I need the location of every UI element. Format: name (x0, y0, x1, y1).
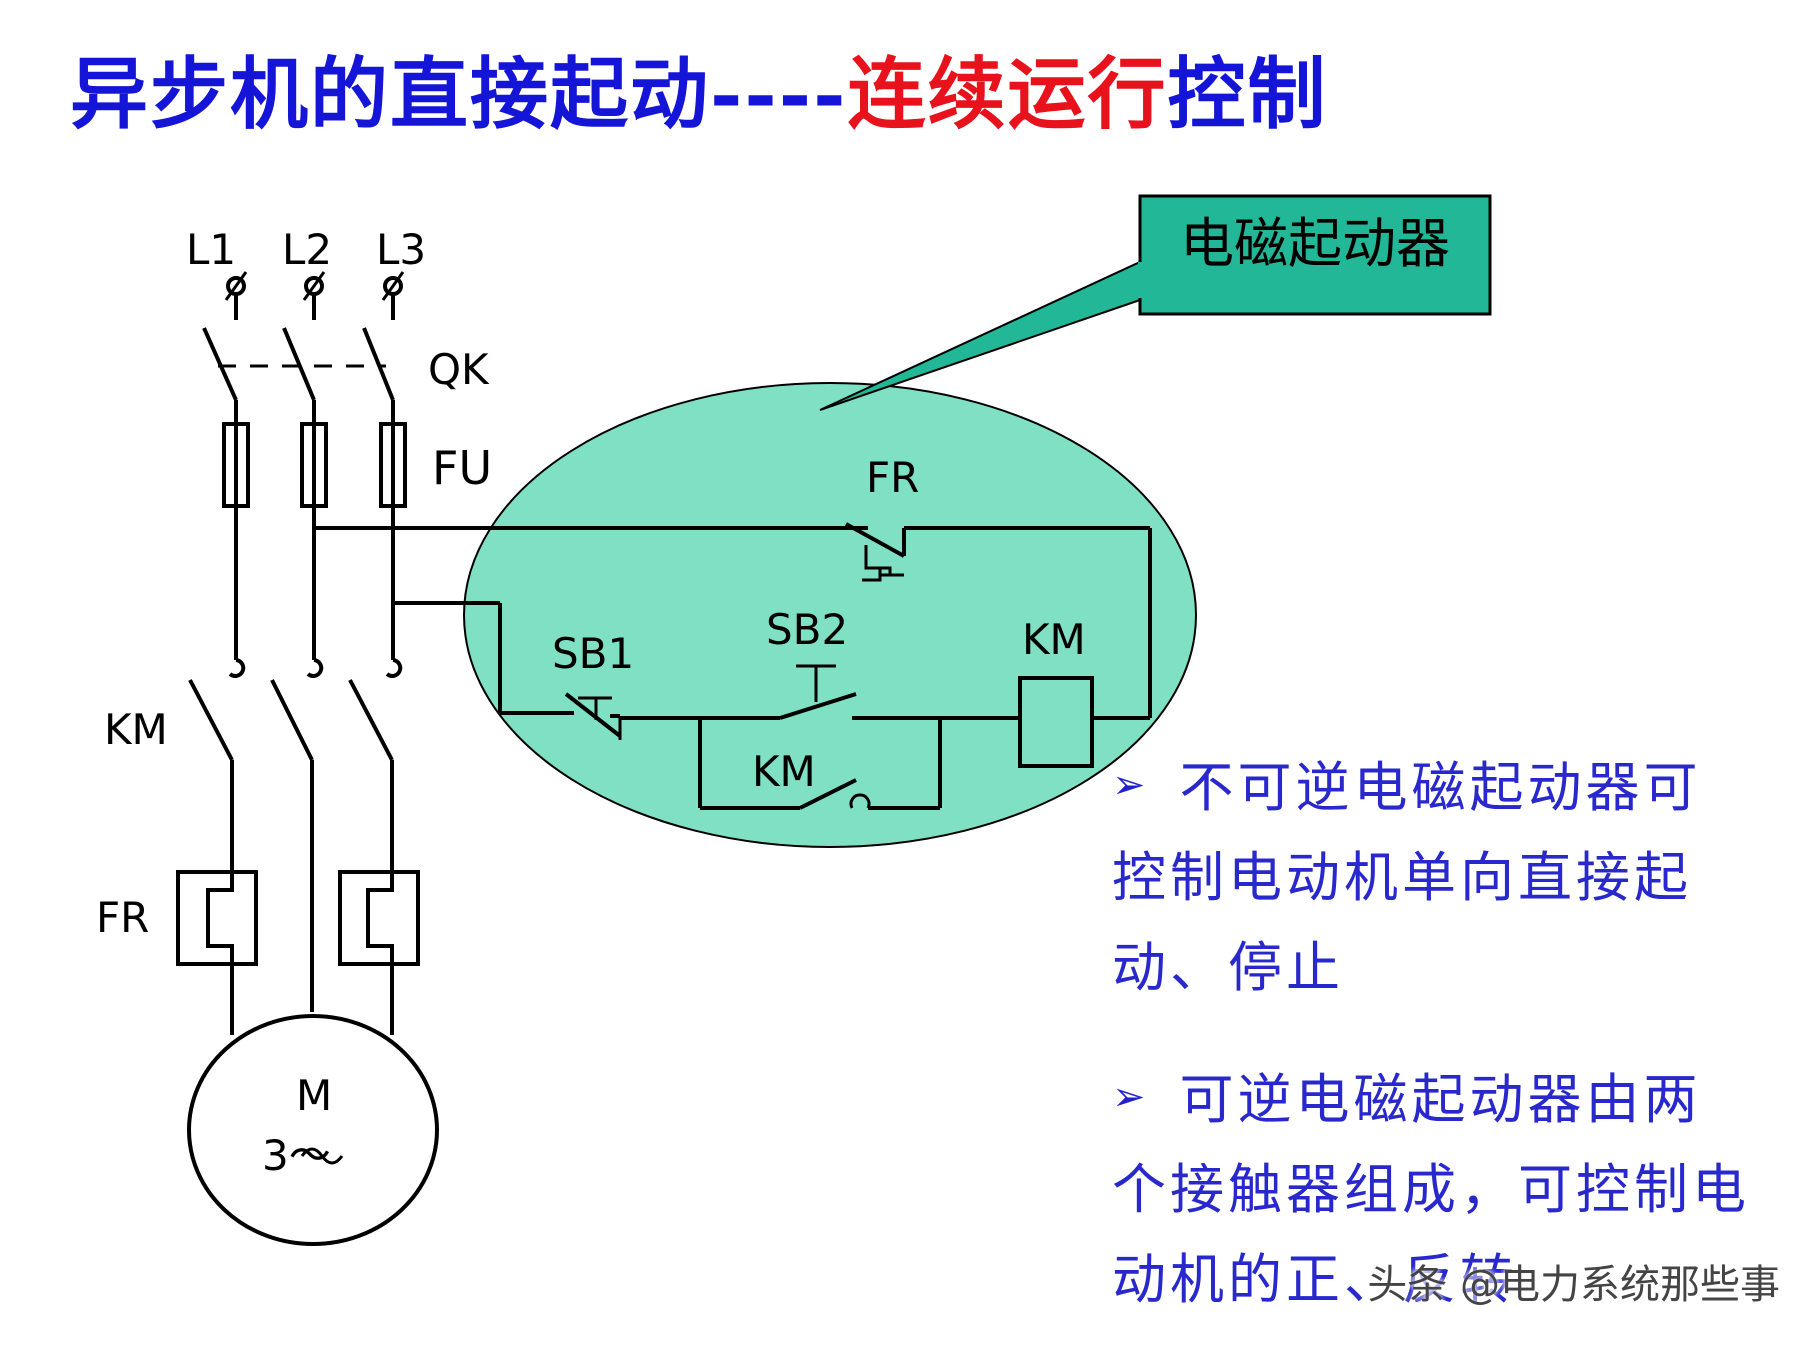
callout-pointer (819, 260, 1141, 411)
arrow-bullet-icon: ➢ (1112, 1074, 1150, 1120)
label-km-aux: KM (752, 747, 816, 796)
bullet-2-text: 可逆电磁起动器由两个接触器组成，可控制电动机的正、反转 (1112, 1068, 1750, 1311)
label-motor-3: 3～ (262, 1131, 331, 1180)
title-part-2: 连续运行 (847, 49, 1168, 140)
label-motor-m: M (296, 1071, 332, 1120)
label-fu: FU (432, 441, 492, 495)
qk-switch (202, 327, 395, 401)
callout-label: 电磁起动器 (1180, 212, 1450, 275)
km-aux-contact (698, 718, 942, 810)
callout-box (1138, 194, 1492, 316)
fr-control-contact (845, 522, 1152, 718)
km-main-contacts (188, 658, 403, 761)
bullet-1-text: 不可逆电磁起动器可控制电动机单向直接起动、停止 (1112, 756, 1702, 999)
title-part-1: 异步机的直接起动---- (70, 49, 848, 140)
label-l2: L2 (282, 225, 332, 274)
label-l3: L3 (376, 225, 426, 274)
label-l1: L1 (186, 225, 236, 274)
label-qk: QK (428, 345, 490, 394)
label-km-coil: KM (1022, 615, 1086, 664)
label-fr-main: FR (96, 893, 149, 942)
arrow-bullet-icon: ➢ (1112, 762, 1150, 808)
sb2-start-button (700, 664, 1020, 720)
label-fr-ctrl: FR (866, 453, 919, 502)
sb1-stop-button (564, 692, 700, 740)
fr-thermal-elements (176, 870, 420, 966)
bullet-2: ➢可逆电磁起动器由两个接触器组成，可控制电动机的正、反转 (1112, 1052, 1752, 1325)
page-title: 异步机的直接起动----连续运行控制 (70, 40, 1328, 150)
watermark: 头条 @电力系统那些事 (1367, 1262, 1780, 1308)
label-sb1: SB1 (552, 629, 634, 678)
bullet-1: ➢不可逆电磁起动器可控制电动机单向直接起动、停止 (1112, 740, 1752, 1013)
control-circuit-ellipse (463, 382, 1197, 848)
km-coil (1018, 676, 1094, 768)
label-sb2: SB2 (766, 605, 848, 654)
title-part-3: 控制 (1167, 49, 1328, 140)
label-km-main: KM (104, 705, 168, 754)
fu-fuses (222, 420, 407, 510)
motor-circle (187, 1014, 439, 1246)
